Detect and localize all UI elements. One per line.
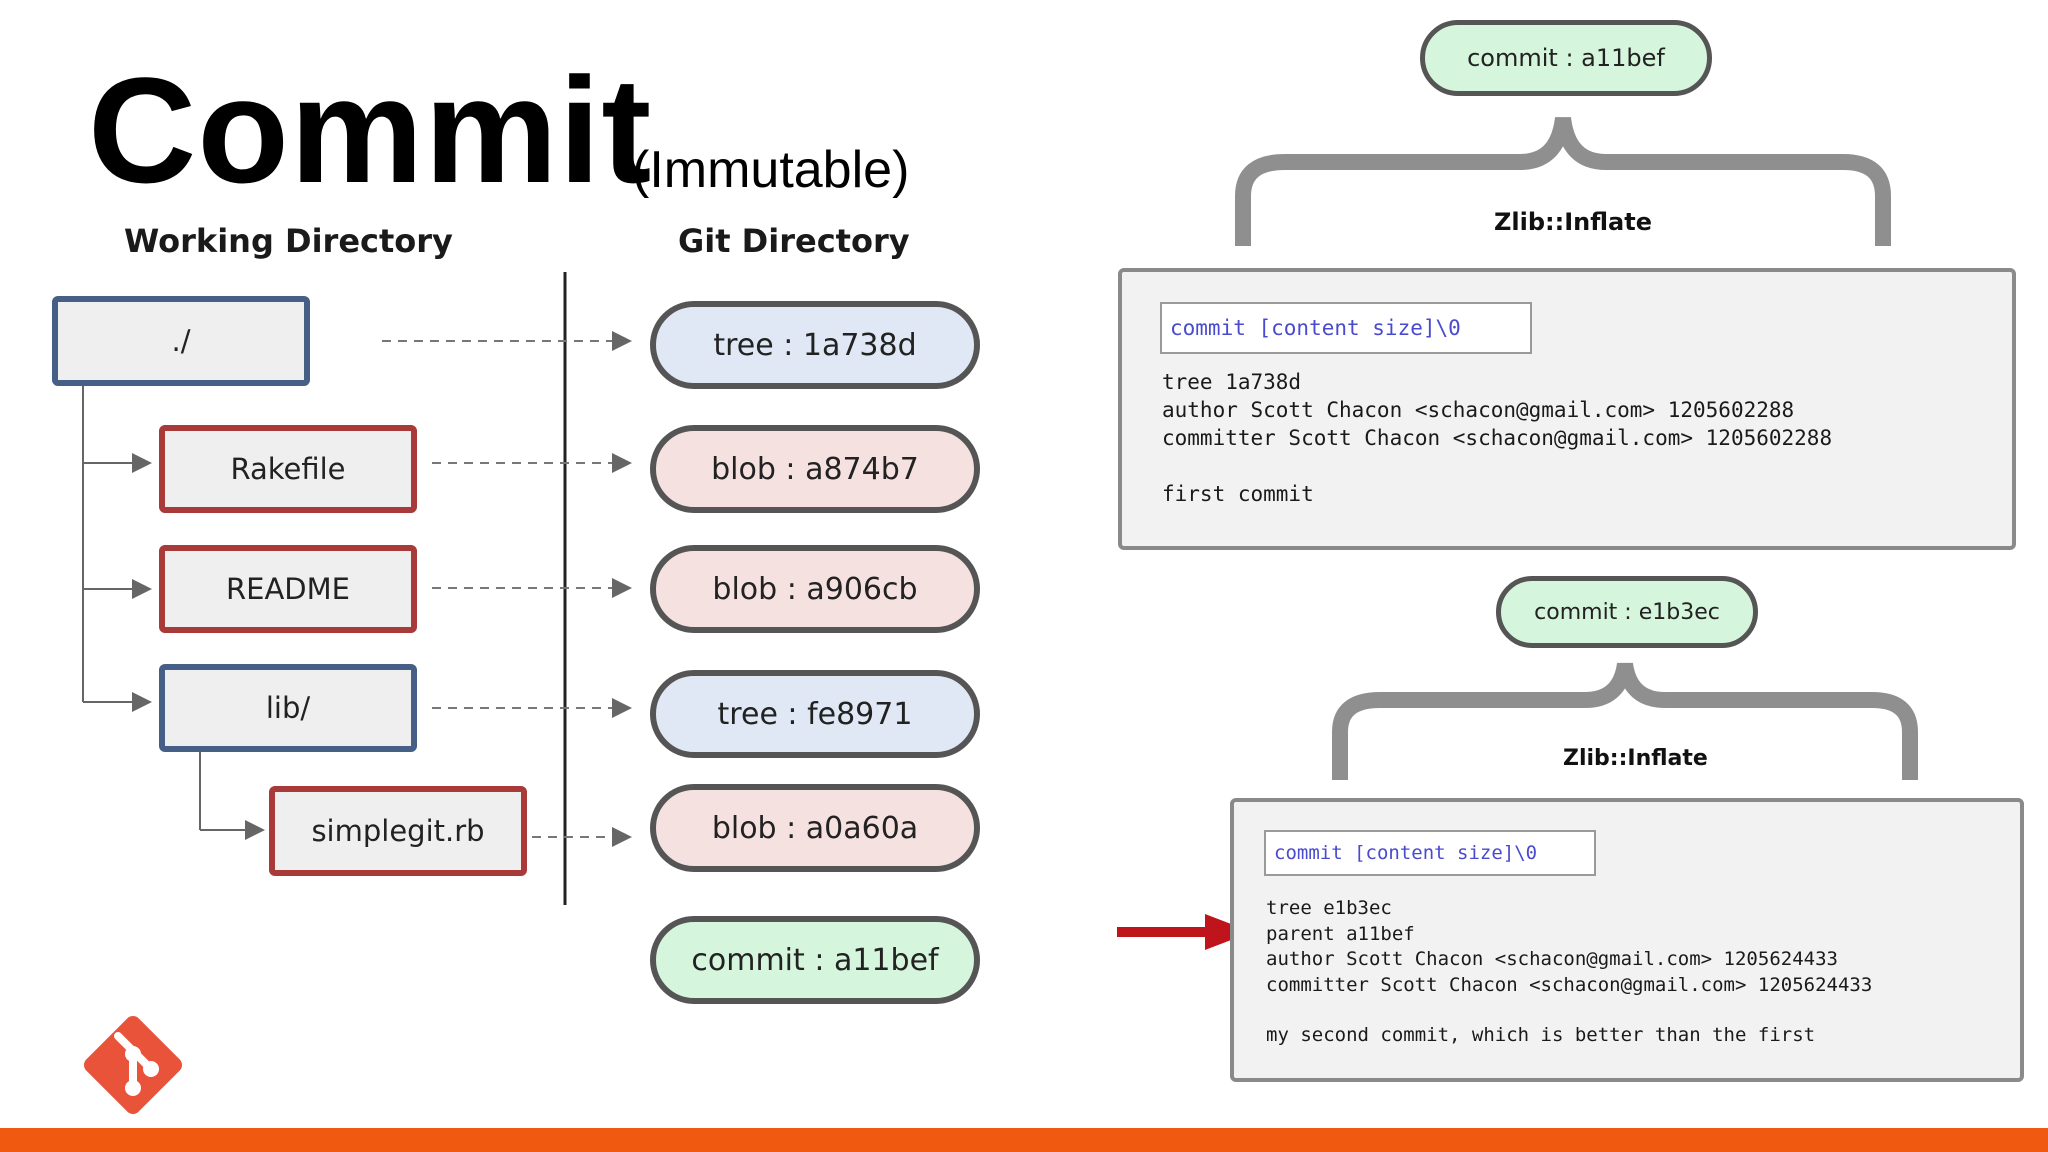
git-directory-heading: Git Directory [678, 222, 910, 260]
top-brace [1235, 116, 1891, 246]
top-zlib-label: Zlib::Inflate [1494, 208, 1652, 236]
file-box-readme: README [159, 545, 417, 633]
bottom-line-message: my second commit, which is better than t… [1266, 1024, 1816, 1046]
top-line-committer: committer Scott Chacon <schacon@gmail.co… [1162, 426, 1833, 450]
bottom-line-author: author Scott Chacon <schacon@gmail.com> … [1266, 948, 1838, 970]
bottom-line-tree: tree e1b3ec [1266, 897, 1392, 919]
bottom-commit-pill: commit : e1b3ec [1496, 576, 1758, 648]
object-commit-a11bef: commit : a11bef [650, 916, 980, 1004]
slide-subtitle: (Immutable) [632, 141, 910, 199]
bottom-header-box: commit [content size]\0 [1264, 830, 1596, 876]
object-tree-1a738d: tree : 1a738d [650, 301, 980, 389]
bottom-line-committer: committer Scott Chacon <schacon@gmail.co… [1266, 973, 1873, 996]
object-blob-a0a60a: blob : a0a60a [650, 784, 980, 872]
bottom-commit-content-panel: commit [content size]\0 tree e1b3ec paren… [1230, 798, 2024, 1082]
bottom-zlib-label: Zlib::Inflate [1563, 746, 1708, 771]
bottom-line-parent: parent a11bef [1266, 922, 1415, 945]
red-arrow-head [1205, 914, 1252, 950]
object-blob-a874b7: blob : a874b7 [650, 425, 980, 513]
top-line-blank [1162, 452, 1832, 480]
slide-title: Commit [88, 46, 653, 214]
file-box-lib: lib/ [159, 664, 417, 752]
bottom-accent-bar [0, 1128, 2048, 1152]
bottom-brace [1332, 662, 1918, 780]
file-box-root: ./ [52, 296, 310, 386]
top-content-text: tree 1a738d author Scott Chacon <schacon@… [1162, 368, 1832, 508]
top-header-box: commit [content size]\0 [1160, 302, 1532, 354]
git-logo-icon [83, 1015, 183, 1115]
top-commit-pill: commit : a11bef [1420, 20, 1712, 96]
working-directory-heading: Working Directory [124, 222, 453, 260]
object-tree-fe8971: tree : fe8971 [650, 670, 980, 758]
top-line-message: first commit [1162, 482, 1314, 506]
bottom-content-text: tree e1b3ec parent a11bef author Scott Cha… [1266, 896, 1872, 1049]
file-box-simplegit: simplegit.rb [269, 786, 527, 876]
top-line-author: author Scott Chacon <schacon@gmail.com> … [1162, 398, 1795, 422]
top-commit-content-panel: commit [content size]\0 tree 1a738d autho… [1118, 268, 2016, 550]
object-blob-a906cb: blob : a906cb [650, 545, 980, 633]
file-box-rakefile: Rakefile [159, 425, 417, 513]
bottom-line-blank [1266, 998, 1872, 1023]
top-line-tree: tree 1a738d [1162, 370, 1302, 394]
